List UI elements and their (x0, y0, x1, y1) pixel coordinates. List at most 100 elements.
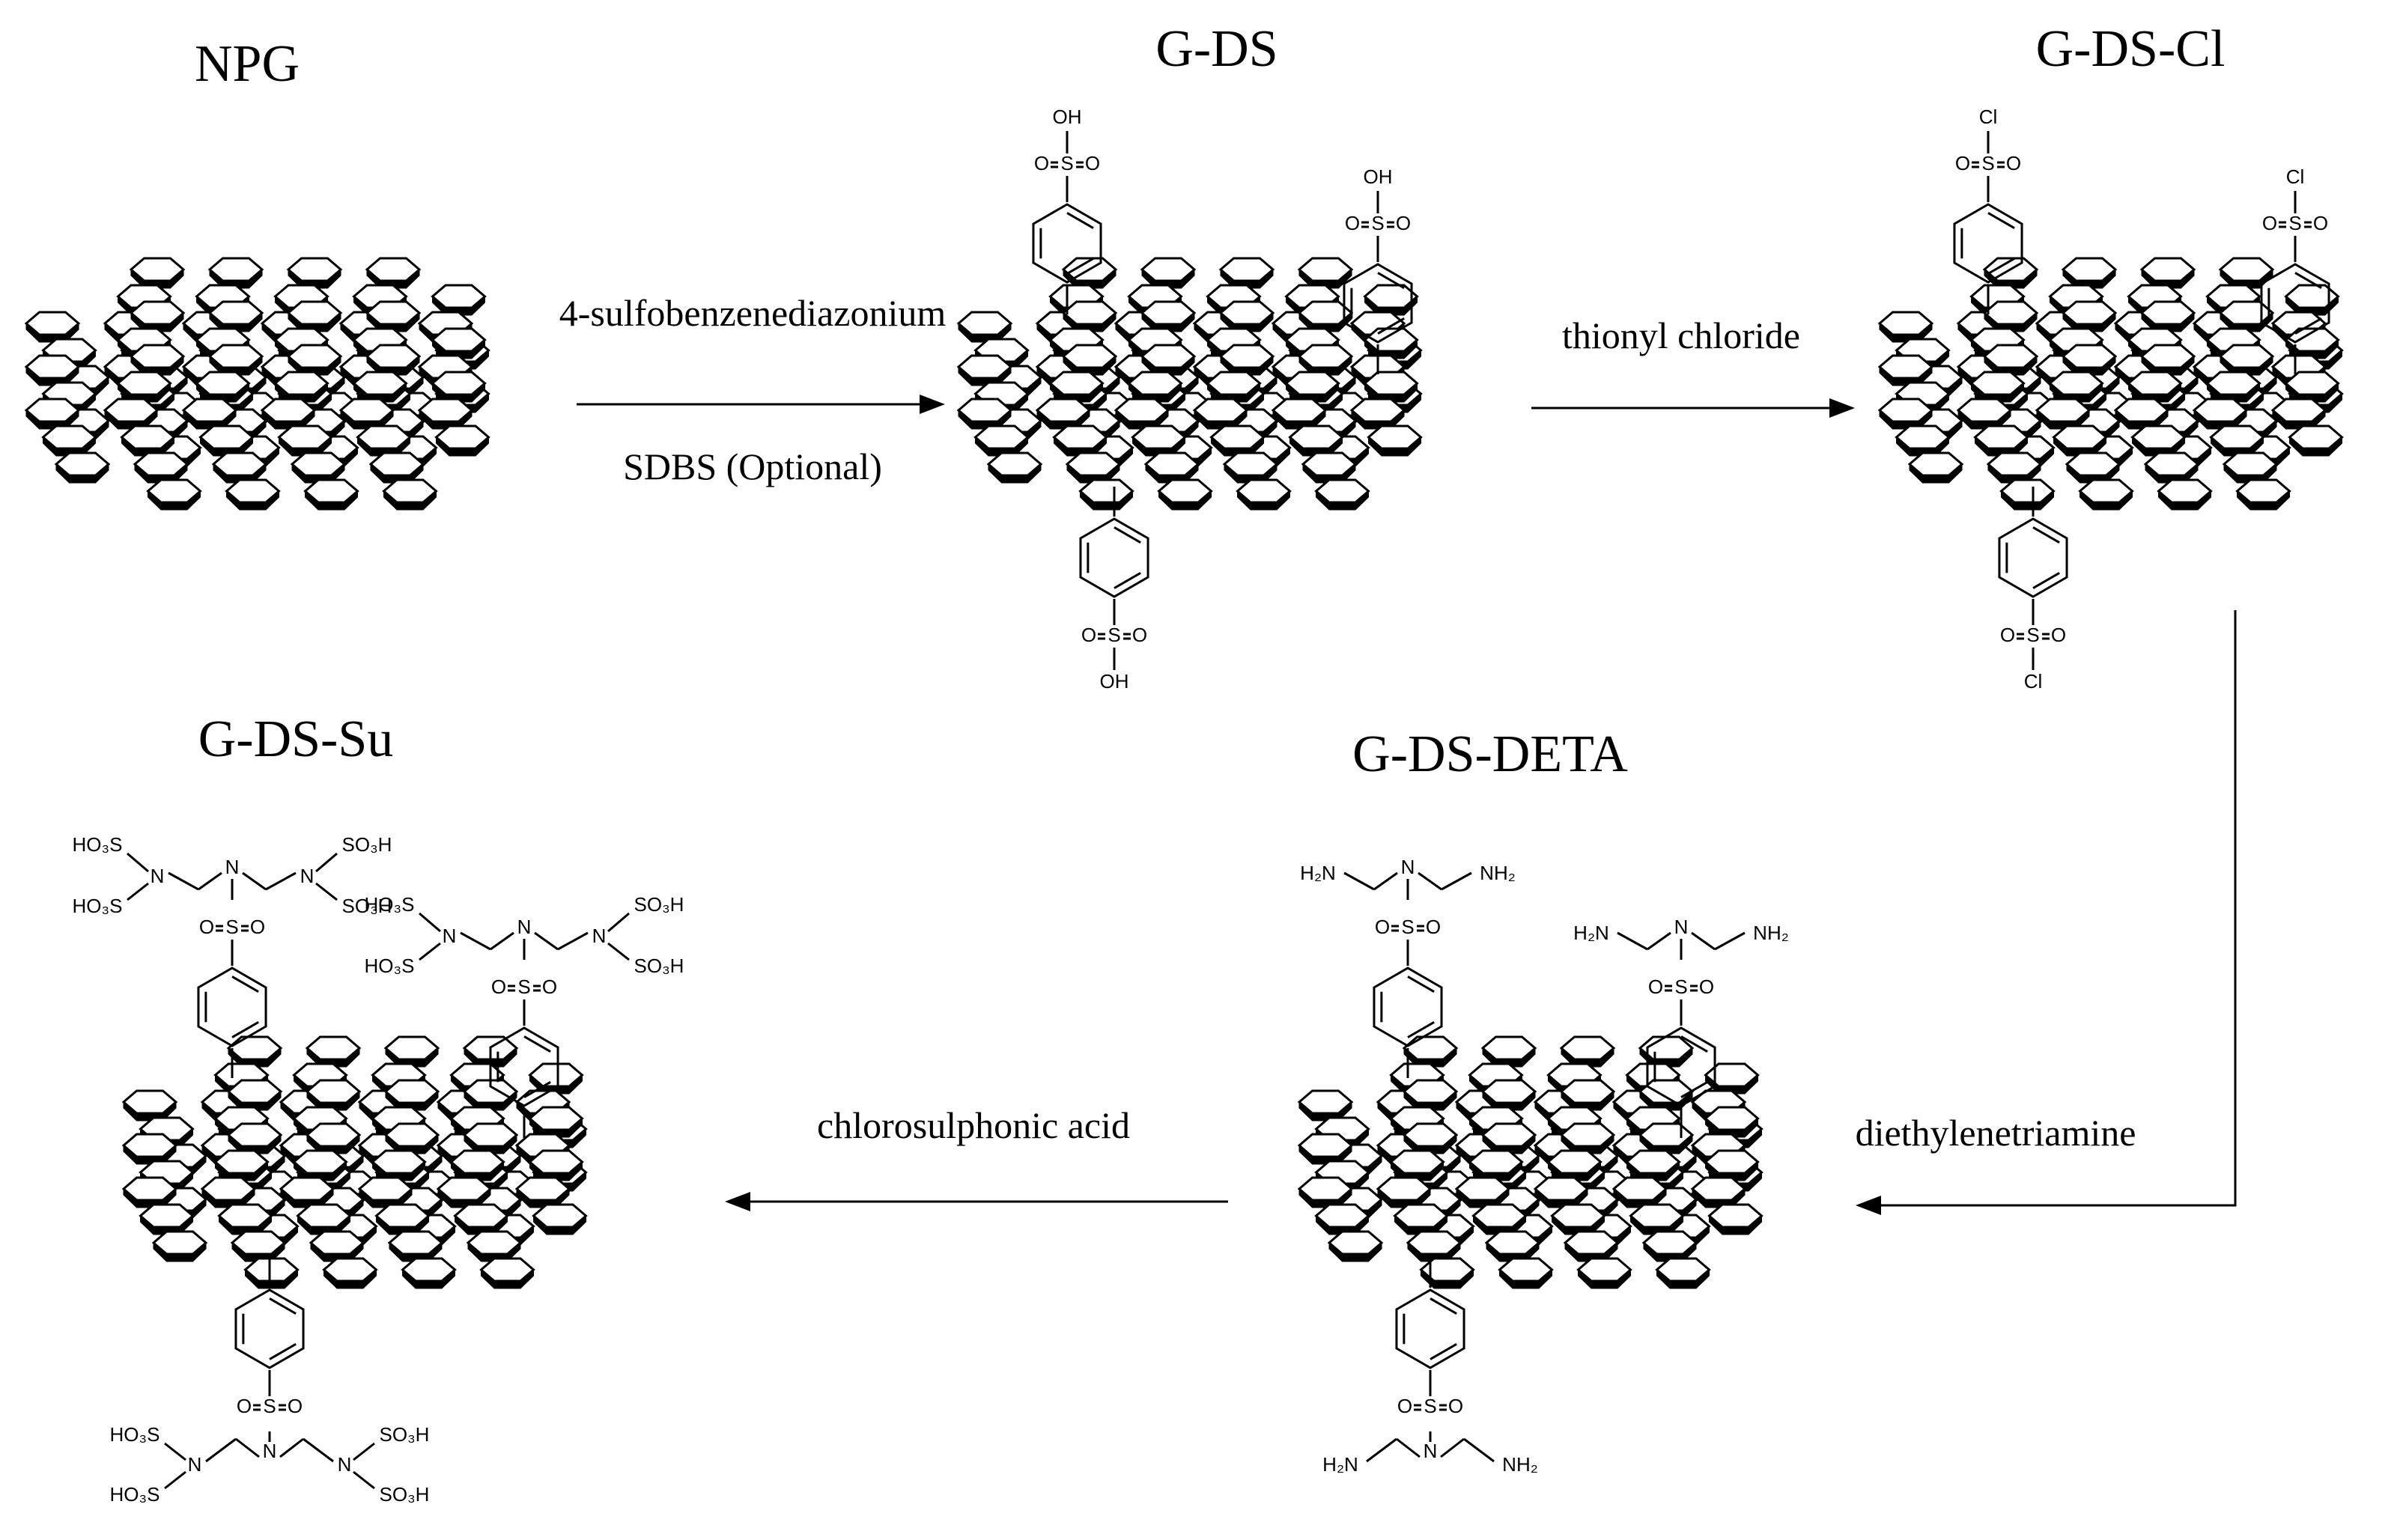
g-ds-su-top-sulfamate-so3h-4: SO₃H (342, 895, 392, 917)
graphene-sheet-g-ds-deta-layer-3 (1297, 1122, 1764, 1289)
g-ds-top-ring (1032, 203, 1102, 284)
arrow-step4 (725, 1192, 1228, 1211)
g-ds-su-bottom-sulfamate-so3h-1: HO₃S (110, 1423, 160, 1446)
g-ds-deta-bottom-sulfonyl-s: S (1424, 1395, 1436, 1417)
g-ds-cl-right-sulfonyl-o-left: O (2262, 212, 2277, 234)
g-ds-deta-top-amine-end-left: H₂N (1300, 862, 1336, 884)
g-ds-su-bottom-sulfamate-so3h-3: SO₃H (380, 1423, 430, 1446)
g-ds-su-right-sulfamate-n-right: N (592, 925, 607, 947)
g-ds-su-top-sulfamate-n-center: N (225, 856, 240, 878)
graphene-stack-g-ds-cl (1877, 257, 2344, 511)
g-ds-su-bottom-sulfamate-n-right: N (338, 1453, 352, 1476)
g-ds-su-top-sulfonyl-o-right: O (250, 916, 265, 938)
g-ds-su-right-sulfamate-so3h-2: HO₃S (365, 955, 415, 977)
g-ds-deta-right-sulfonyl-o-right: O (1699, 976, 1714, 998)
g-ds-deta-bottom-sulfonyl-o-right: O (1448, 1395, 1463, 1417)
arrow-step1 (577, 395, 945, 414)
g-ds-cl-bottom-sulfonyl-o-left: O (2000, 624, 2015, 646)
compound-title-g-ds-su: G-DS-Su (198, 710, 394, 768)
g-ds-cl-right-sulfonyl-s: S (2288, 212, 2301, 234)
g-ds-deta-top-sulfonyl-o-right: O (1426, 916, 1441, 938)
g-ds-su-top-sulfamate-so3h-1: HO₃S (73, 833, 123, 856)
g-ds-bottom-sulfonyl-o-left: O (1081, 624, 1096, 646)
graphene-sheet-g-ds-cl-layer-3 (1877, 344, 2344, 511)
g-ds-right-sulfonyl-o-right: O (1396, 212, 1411, 234)
g-ds-top-sulfonyl-o-left: O (1034, 152, 1049, 174)
g-ds-su-right-sulfamate-so3h-3: SO₃H (634, 893, 684, 916)
g-ds-top-sulfonyl-s: S (1060, 152, 1073, 174)
reagent-step3: diethylenetriamine (1856, 1112, 2136, 1154)
g-ds-deta-right-sulfonyl-o-left: O (1648, 976, 1663, 998)
g-ds-cl-bottom-end: Cl (2024, 670, 2043, 693)
g-ds-su-bottom-sulfonyl-o-right: O (288, 1395, 303, 1417)
graphene-stack-g-ds-deta (1297, 1035, 1764, 1289)
g-ds-su-top-sulfonyl-o-left: O (199, 916, 214, 938)
g-ds-su-top-sulfamate-so3h-2: HO₃S (73, 895, 123, 917)
g-ds-su-right-sulfamate-n-left: N (443, 925, 457, 947)
g-ds-deta-top-amine-end-right: NH₂ (1480, 862, 1516, 884)
g-ds-su-top-sulfamate-n-left: N (151, 865, 165, 887)
g-ds-right-sulfonyl-o-left: O (1345, 212, 1360, 234)
g-ds-su-bottom-sulfonyl-s: S (263, 1395, 276, 1417)
g-ds-cl-bottom-sulfonyl-s: S (2026, 624, 2039, 646)
g-ds-cl-right-end: Cl (2286, 165, 2305, 188)
g-ds-su-bottom-sulfamate-n-center: N (263, 1440, 277, 1462)
g-ds-deta-top-sulfonyl-s: S (1401, 916, 1414, 938)
g-ds-deta-right-ring (1646, 1026, 1716, 1107)
g-ds-bottom-sulfonyl-o-right: O (1132, 624, 1147, 646)
g-ds-su-top-sulfamate-so3h-3: SO₃H (342, 833, 392, 856)
g-ds-deta-top-ring (1373, 967, 1443, 1047)
g-ds-deta-right-amine-n-center: N (1674, 916, 1689, 938)
g-ds-su-bottom-sulfamate-so3h-2: HO₃S (110, 1483, 160, 1506)
g-ds-su-top-ring (197, 967, 267, 1047)
g-ds-su-top-sulfamate-n-right: N (300, 865, 315, 887)
g-ds-deta-right-amine-end-left: H₂N (1573, 922, 1609, 944)
g-ds-su-right-sulfonyl-o-right: O (542, 976, 557, 998)
g-ds-deta-top-amine-n-center: N (1401, 856, 1415, 878)
g-ds-deta-top-sulfonyl-o-left: O (1375, 916, 1390, 938)
compound-title-g-ds: G-DS (1155, 20, 1278, 78)
g-ds-su-right-sulfonyl-s: S (517, 976, 530, 998)
g-ds-su-right-ring (489, 1026, 559, 1107)
g-ds-cl-bottom-ring (1998, 517, 2068, 598)
g-ds-deta-bottom-amine-n-center: N (1424, 1440, 1438, 1462)
g-ds-cl-top-sulfonyl-s: S (1981, 152, 1994, 174)
graphene-sheet-g-ds-su-layer-3 (121, 1122, 588, 1289)
g-ds-deta-bottom-sulfonyl-o-left: O (1397, 1395, 1412, 1417)
arrow-step3 (1856, 610, 2237, 1215)
g-ds-su-right-sulfonyl-o-left: O (491, 976, 506, 998)
g-ds-bottom-ring (1079, 517, 1149, 598)
graphene-stack-npg (24, 257, 490, 511)
graphene-sheet-g-ds-layer-3 (956, 344, 1423, 511)
g-ds-right-ring (1343, 263, 1413, 344)
g-ds-top-end: OH (1053, 106, 1082, 128)
g-ds-deta-right-sulfonyl-s: S (1674, 976, 1687, 998)
g-ds-su-bottom-sulfamate-n-left: N (188, 1453, 202, 1476)
graphene-stack-g-ds (956, 257, 1423, 511)
g-ds-deta-bottom-amine-end-right: NH₂ (1502, 1453, 1538, 1476)
g-ds-cl-right-ring (2260, 263, 2330, 344)
g-ds-top-sulfonyl-o-right: O (1085, 152, 1100, 174)
reagent-step4: chlorosulphonic acid (817, 1104, 1130, 1146)
g-ds-su-top-sulfonyl-s: S (225, 916, 238, 938)
reagent-step1-below: SDBS (Optional) (623, 445, 882, 487)
g-ds-su-bottom-ring (234, 1288, 305, 1369)
g-ds-bottom-end: OH (1100, 670, 1129, 693)
compound-title-g-ds-cl: G-DS-Cl (2036, 20, 2226, 78)
g-ds-cl-bottom-sulfonyl-o-right: O (2051, 624, 2066, 646)
g-ds-su-bottom-sulfamate-so3h-4: SO₃H (380, 1483, 430, 1506)
g-ds-cl-top-sulfonyl-o-left: O (1955, 152, 1970, 174)
g-ds-su-right-sulfamate-n-center: N (517, 916, 532, 938)
g-ds-right-end: OH (1364, 165, 1393, 188)
reagent-step2: thionyl chloride (1562, 314, 1800, 356)
reagent-step1-above: 4-sulfobenzenediazonium (559, 292, 947, 334)
g-ds-cl-right-sulfonyl-o-right: O (2313, 212, 2328, 234)
compound-title-g-ds-deta: G-DS-DETA (1352, 725, 1628, 783)
g-ds-deta-bottom-ring (1395, 1288, 1465, 1369)
g-ds-right-sulfonyl-s: S (1371, 212, 1384, 234)
g-ds-cl-top-end: Cl (1979, 106, 1998, 128)
g-ds-deta-right-amine-end-right: NH₂ (1753, 922, 1789, 944)
graphene-stack-g-ds-su (121, 1035, 588, 1289)
g-ds-bottom-sulfonyl-s: S (1108, 624, 1120, 646)
